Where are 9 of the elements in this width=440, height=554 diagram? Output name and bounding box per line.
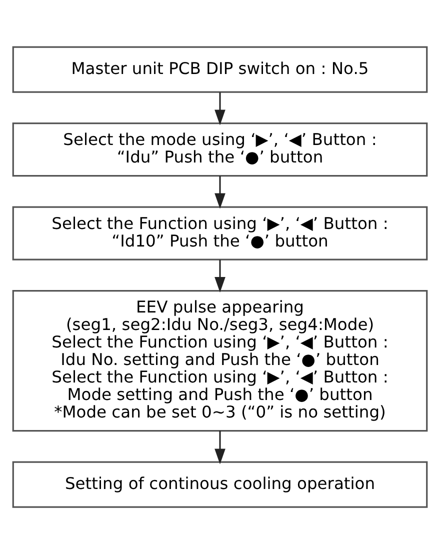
node-box: Select the mode using ‘▶’, ‘◀’ Button : “Idu” Push the ‘●’ button <box>12 122 428 177</box>
node-box: EEV pulse appearing (seg1, seg2:Idu No./seg3, seg4:Mode) Select the Function using ‘▶’, ‘◀’ Button : Idu No. setting and Push the ‘●’ button Select the Function using ‘▶’, ‘◀’ Button : Mode setting and Push the ‘●’ button *Mode can be set 0~3 (“0” is no setting) <box>12 290 428 432</box>
arrow <box>214 260 226 293</box>
arrow <box>214 176 226 209</box>
arrow <box>214 430 226 464</box>
node-box: Master unit PCB DIP switch on : No.5 <box>12 46 428 93</box>
node-box: Setting of continous cooling operation <box>12 461 428 508</box>
arrow <box>214 92 226 126</box>
node-box: Select the Function using ‘▶’, ‘◀’ Button : “Id10” Push the ‘●’ button <box>12 206 428 260</box>
